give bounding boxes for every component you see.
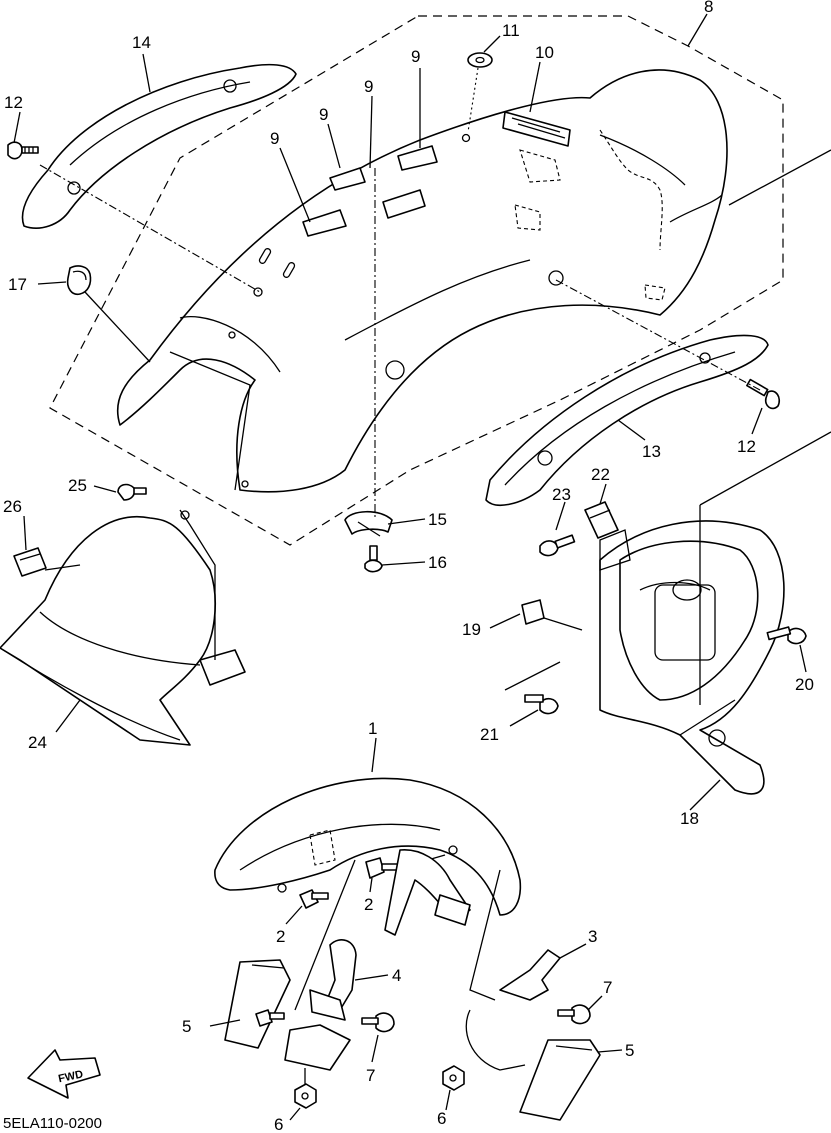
taillight-bracket: [599, 520, 785, 795]
label-22: 22: [591, 465, 610, 484]
part-labels: 14 12 11 8 9 10 9 9 9 17 13 12 25 26 22 …: [3, 0, 814, 1133]
stay-3: [384, 849, 561, 1001]
fwd-label: FWD: [57, 1068, 84, 1085]
label-25: 25: [68, 476, 87, 495]
bolt-2-left: [299, 889, 329, 909]
label-24: 24: [28, 733, 47, 752]
label-3: 3: [588, 927, 597, 946]
clip: [344, 510, 393, 537]
label-15: 15: [428, 510, 447, 529]
bolt-21: [524, 694, 559, 715]
label-10: 10: [535, 43, 554, 62]
label-23: 23: [552, 485, 571, 504]
bolt-7-left: [361, 1012, 395, 1033]
label-21: 21: [480, 725, 499, 744]
drawing-code: 5ELA110-0200: [3, 1115, 102, 1132]
label-1: 1: [368, 719, 377, 738]
clip-26: [13, 547, 47, 577]
bolt-20: [766, 626, 807, 645]
label-5-right: 5: [625, 1041, 634, 1060]
leader-lines: [13, 13, 831, 1121]
front-fender: [214, 777, 522, 916]
fwd-arrow-icon: [27, 1049, 101, 1099]
label-13: 13: [642, 442, 661, 461]
label-20: 20: [795, 675, 814, 694]
stay-4: [309, 939, 357, 1021]
screw-16: [364, 545, 383, 573]
nut-6-left: [294, 1083, 317, 1109]
label-8: 8: [704, 0, 713, 16]
label-17: 17: [8, 275, 27, 294]
label-16: 16: [428, 553, 447, 572]
push-rivet: [117, 483, 147, 501]
screw-23: [539, 534, 576, 557]
label-12-lower: 12: [737, 437, 756, 456]
label-7-right: 7: [603, 978, 612, 997]
reflector-right: [519, 1039, 601, 1121]
label-4: 4: [392, 966, 401, 985]
label-14: 14: [132, 33, 151, 52]
bolt-5-left: [255, 1009, 285, 1027]
label-9-b: 9: [364, 77, 373, 96]
label-18: 18: [680, 809, 699, 828]
label-5-left: 5: [182, 1017, 191, 1036]
bolt-12-upper: [7, 141, 39, 160]
bolt-12-lower: [746, 378, 781, 410]
cable-holder: [584, 501, 631, 571]
emblem: [502, 111, 571, 147]
bolt-7-right: [557, 1004, 591, 1025]
label-19: 19: [462, 620, 481, 639]
nut-19: [521, 599, 583, 631]
assembly-boundary: [49, 15, 784, 546]
nut-6-right: [442, 1065, 465, 1091]
grommet: [66, 265, 92, 296]
rear-fender: [116, 69, 728, 493]
bolt-2-center: [365, 857, 401, 879]
label-6-right: 6: [437, 1109, 446, 1128]
side-cover-upper: [21, 63, 297, 229]
label-2-a: 2: [276, 927, 285, 946]
label-6-left: 6: [274, 1115, 283, 1133]
label-26: 26: [3, 497, 22, 516]
washer: [467, 52, 493, 68]
decals: [302, 145, 438, 237]
label-12-upper: 12: [4, 93, 23, 112]
label-9-c: 9: [319, 105, 328, 124]
label-9-a: 9: [411, 47, 420, 66]
label-7-left: 7: [366, 1066, 375, 1085]
label-11: 11: [502, 21, 520, 40]
side-cover-lower: [485, 334, 769, 506]
label-9-d: 9: [270, 129, 279, 148]
label-2-b: 2: [364, 895, 373, 914]
inner-mudguard: [0, 509, 246, 746]
reflector-left: [224, 959, 351, 1071]
